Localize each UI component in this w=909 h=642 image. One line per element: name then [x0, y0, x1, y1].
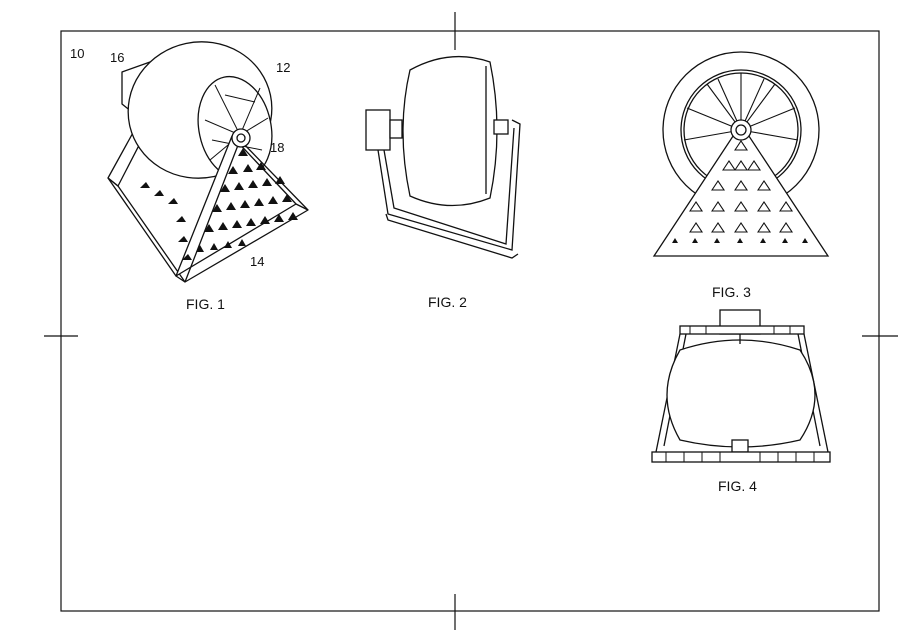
fig1-drawing	[107, 41, 309, 283]
sheet-border	[60, 30, 880, 612]
ref-numeral-motor: 16	[110, 50, 125, 65]
fig2-drawing	[365, 55, 521, 259]
ref-numeral-wheel: 12	[276, 60, 291, 75]
fig3-drawing	[652, 51, 830, 257]
fig2-caption: FIG. 2	[428, 294, 467, 310]
ref-numeral-device: 10	[70, 46, 85, 61]
fig3-caption: FIG. 3	[712, 284, 751, 300]
fig1-caption: FIG. 1	[186, 296, 225, 312]
ref-numeral-hub: 18	[270, 140, 285, 155]
fig4-drawing	[651, 309, 831, 463]
fig4-caption: FIG. 4	[718, 478, 757, 494]
ref-numeral-stand: 14	[250, 254, 265, 269]
